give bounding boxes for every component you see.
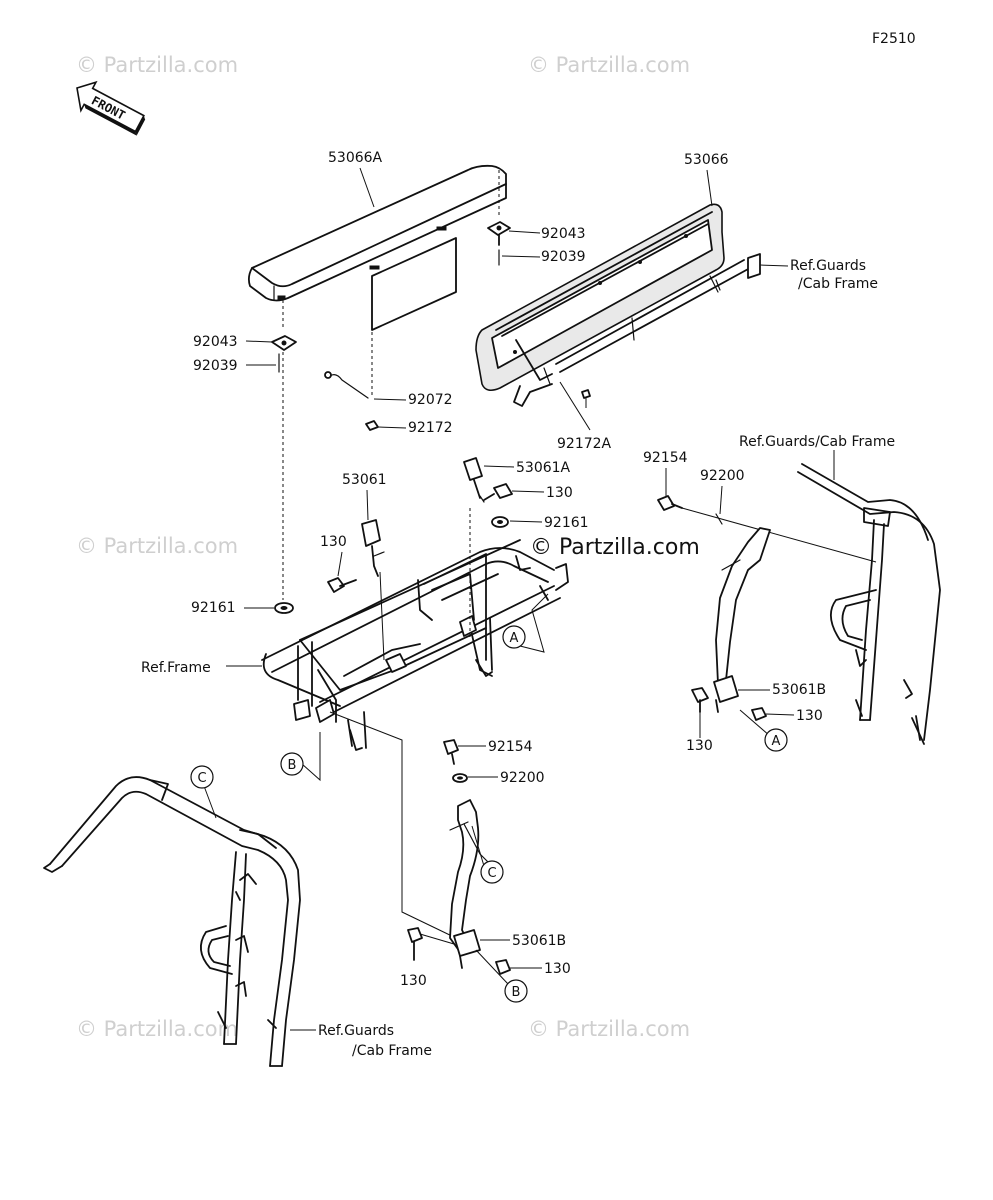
label-130-b: 130 (320, 534, 347, 550)
buckle-53061A (463, 457, 485, 640)
callout-a2-label: A (772, 734, 781, 749)
bolt-92154-center (443, 739, 459, 765)
label-92161-left: 92161 (191, 600, 236, 616)
cable-92072 (324, 278, 379, 431)
callout-a1 (502, 625, 526, 649)
callout-c2 (190, 765, 214, 789)
label-53066: 53066 (684, 152, 729, 168)
label-ref-guards-top-1: Ref.Guards (790, 258, 866, 274)
label-ref-guards-bottom-1: Ref.Guards (318, 1023, 394, 1039)
label-92154-c: 92154 (488, 739, 533, 755)
clip-92043-top (487, 170, 511, 266)
watermark-4: © Partzilla.com (76, 1017, 238, 1041)
label-92200-r: 92200 (700, 468, 745, 484)
label-92039-left: 92039 (193, 358, 238, 374)
buckle-53061 (361, 519, 385, 577)
label-ref-guards-top-2: /Cab Frame (798, 276, 878, 292)
bolt-130-left (327, 577, 357, 593)
label-53061B-c: 53061B (512, 933, 566, 949)
callout-a2 (764, 728, 788, 752)
label-92043-left: 92043 (193, 334, 238, 350)
seat-cushion (247, 164, 507, 331)
callout-c1 (480, 860, 504, 884)
figure-id: F2510 (872, 31, 916, 47)
callout-b2-label: B (512, 985, 521, 1000)
label-ref-guards-right: Ref.Guards/Cab Frame (739, 434, 895, 450)
label-ref-guards-bottom-2: /Cab Frame (352, 1043, 432, 1059)
watermark-5: © Partzilla.com (528, 1017, 690, 1041)
watermark-center: © Partzilla.com (530, 535, 700, 560)
label-53061: 53061 (342, 472, 387, 488)
label-53061B-r: 53061B (772, 682, 826, 698)
nut-92161-left (274, 602, 294, 614)
label-130-d: 130 (686, 738, 713, 754)
label-53061A: 53061A (516, 460, 571, 476)
label-130-e: 130 (400, 973, 427, 989)
watermark-3: © Partzilla.com (76, 534, 238, 558)
callout-b1 (280, 752, 304, 776)
watermarks: © Partzilla.com © Partzilla.com © Partzi… (76, 53, 700, 1041)
clip-92043-left (271, 300, 297, 600)
label-53066A: 53066A (328, 150, 383, 166)
watermark-1: © Partzilla.com (76, 53, 238, 77)
label-92161-top: 92161 (544, 515, 589, 531)
callout-a1-label: A (510, 631, 519, 646)
label-130-a: 130 (546, 485, 573, 501)
label-130-c: 130 (796, 708, 823, 724)
callout-b2 (504, 979, 528, 1003)
callout-c1-label: C (487, 866, 496, 881)
label-92154-r: 92154 (643, 450, 688, 466)
cab-frame-right (797, 463, 941, 745)
seat-back (475, 203, 761, 407)
label-92172: 92172 (408, 420, 453, 436)
label-92039-top: 92039 (541, 249, 586, 265)
seat-frame (261, 539, 569, 751)
callout-c2-label: C (197, 771, 206, 786)
belt-53061B-center (449, 799, 489, 969)
cab-frame-left (43, 776, 301, 1067)
label-92072: 92072 (408, 392, 453, 408)
label-92172A: 92172A (557, 436, 612, 452)
belt-53061B-right (691, 527, 771, 721)
label-92200-c: 92200 (500, 770, 545, 786)
callout-b1-label: B (288, 758, 297, 773)
label-92043-top: 92043 (541, 226, 586, 242)
front-arrow-icon: FRONT (76, 80, 146, 136)
label-ref-frame: Ref.Frame (141, 660, 211, 676)
bolt-92154-right (657, 495, 683, 511)
watermark-2: © Partzilla.com (528, 53, 690, 77)
label-130-f: 130 (544, 961, 571, 977)
